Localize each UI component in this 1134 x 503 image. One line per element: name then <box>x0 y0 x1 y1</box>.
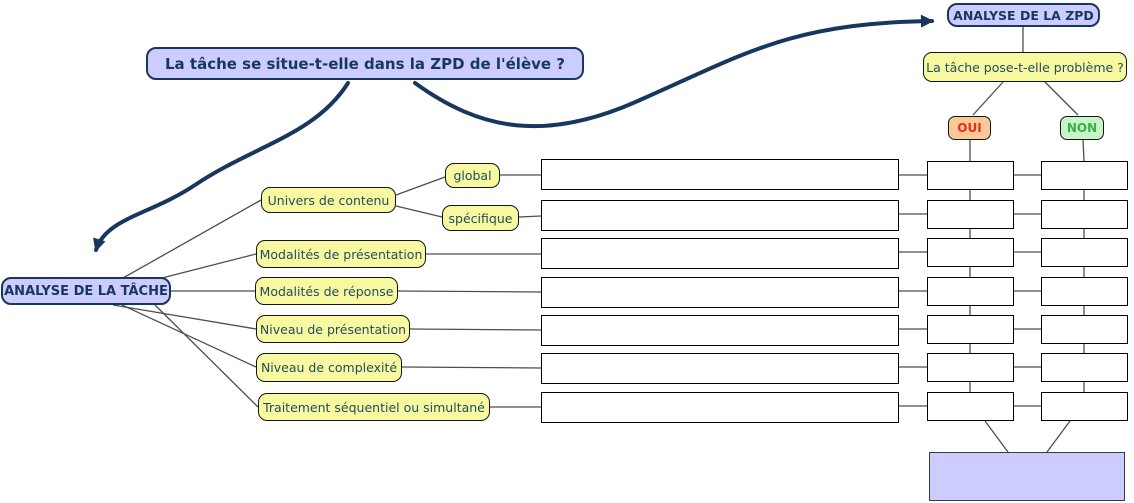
arrow-to-analyse-tache <box>93 81 350 252</box>
non-cell-row5 <box>1041 315 1128 344</box>
description-cell-row1 <box>541 159 899 190</box>
category-niveau-complexite: Niveau de complexité <box>256 353 402 382</box>
subcategory-global: global <box>445 163 500 188</box>
oui-node: OUI <box>948 116 991 140</box>
oui-cell-row2 <box>927 200 1014 229</box>
oui-cell-row3 <box>927 238 1014 267</box>
oui-cell-row6 <box>927 353 1014 382</box>
main-question-node: La tâche se situe-t-elle dans la ZPD de … <box>146 47 584 80</box>
non-cell-row7 <box>1041 392 1128 421</box>
oui-cell-row4 <box>927 277 1014 306</box>
analyse-zpd-node: ANALYSE DE LA ZPD <box>947 3 1100 27</box>
category-modalites-presentation: Modalités de présentation <box>256 240 426 268</box>
category-niveau-presentation: Niveau de présentation <box>256 315 410 343</box>
description-cell-row4 <box>541 277 899 308</box>
non-cell-row3 <box>1041 238 1128 267</box>
subcategory-specifique: spécifique <box>442 205 519 231</box>
non-cell-row4 <box>1041 277 1128 306</box>
oui-cell-row1 <box>927 161 1014 190</box>
analyse-tache-node: ANALYSE DE LA TÂCHE <box>1 277 171 305</box>
description-cell-row2 <box>541 200 899 231</box>
non-node: NON <box>1060 116 1104 140</box>
category-traitement-sequentiel: Traitement séquentiel ou simultané <box>258 393 490 421</box>
description-cell-row6 <box>541 353 899 384</box>
description-cell-row5 <box>541 315 899 346</box>
category-univers-de-contenu: Univers de contenu <box>261 187 396 213</box>
oui-cell-row5 <box>927 315 1014 344</box>
description-cell-row3 <box>541 238 899 269</box>
non-cell-row1 <box>1041 161 1128 190</box>
result-box <box>929 452 1125 501</box>
non-cell-row6 <box>1041 353 1128 382</box>
non-cell-row2 <box>1041 200 1128 229</box>
zpd-question-node: La tâche pose-t-elle problème ? <box>923 52 1127 82</box>
category-modalites-reponse: Modalités de réponse <box>255 277 398 305</box>
oui-cell-row7 <box>927 392 1014 421</box>
description-cell-row7 <box>541 392 899 423</box>
arrow-to-analyse-zpd <box>413 14 934 129</box>
